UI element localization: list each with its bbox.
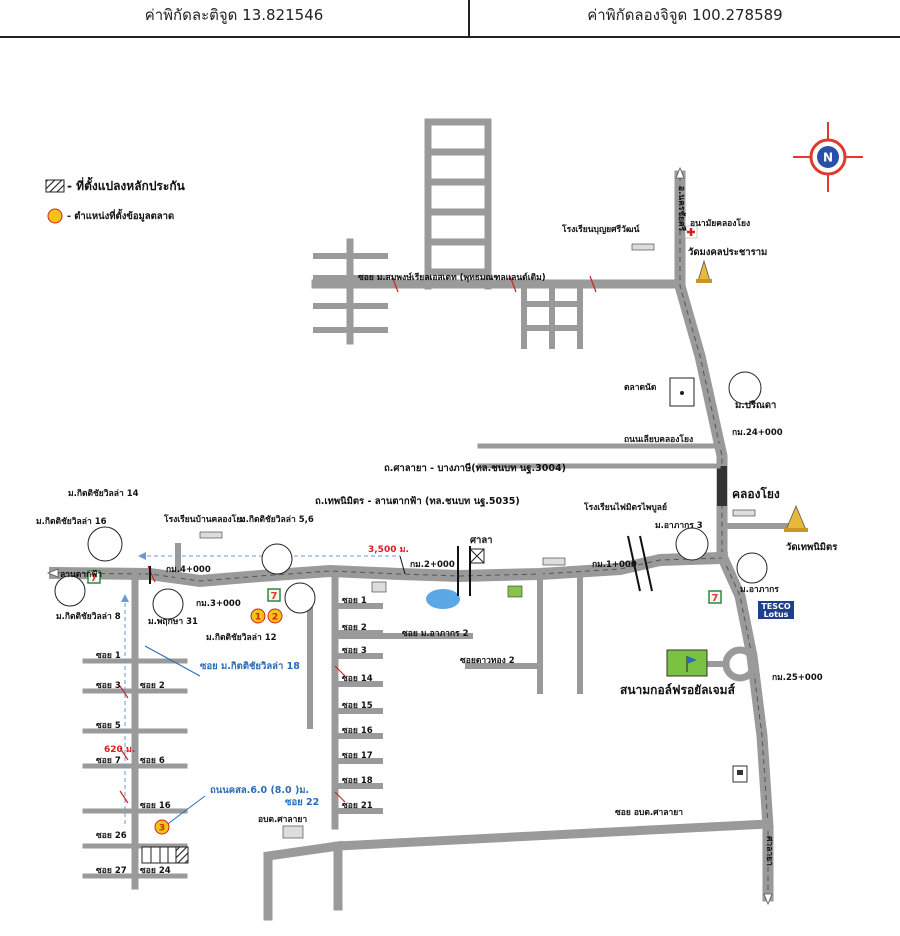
label-m-athakorn: ม.อาภากร xyxy=(740,585,779,595)
soi-label: ซอย 16 xyxy=(140,801,171,811)
label-to-nakhon-chaisri: อ.นครชัยศรี xyxy=(676,186,687,232)
seven-eleven-icons: 7 7 7 xyxy=(87,570,722,604)
soi-label: ซอย 1 xyxy=(342,596,367,606)
compass-north-label: N xyxy=(823,151,833,165)
soi-label: ซอย 18 xyxy=(342,776,373,786)
tesco-lotus-logo xyxy=(758,601,794,619)
label-m-kit-16: ม.กิตติชัยวิลล่า 16 xyxy=(36,516,107,527)
marker-2: 2 xyxy=(272,613,278,623)
estate-circles xyxy=(54,371,768,620)
map-legend: - ที่ตั้งแปลงหลักประกัน - ตำแหน่งที่ตั้ง… xyxy=(45,176,186,224)
location-map: 1 2 3 7 7 7 TESCO Lotus xyxy=(36,118,863,921)
soi-label: ซอย 21 xyxy=(342,801,373,811)
label-khlong-yong: คลองโยง xyxy=(732,486,780,501)
label-soi-dao-thong: ซอยดาวทอง 2 xyxy=(460,656,515,666)
label-health-center: อนามัยคลองโยง xyxy=(690,218,750,229)
map-labels: โรงเรียนบุญยศรีวัฒน์ อนามัยคลองโยง วัดมง… xyxy=(36,186,838,866)
label-soi-somphong: ซอย ม.สมพงษ์เรียลเอสเตท (พุทธมณฑลแลนด์เด… xyxy=(358,272,546,283)
label-m-athakorn3: ม.อาภากร 3 xyxy=(655,521,703,531)
legend-collateral-text: - ที่ตั้งแปลงหลักประกัน xyxy=(67,176,186,193)
market-data-markers: 1 2 3 xyxy=(154,608,283,835)
lotus-text: Lotus xyxy=(764,610,789,619)
label-km1: กม.1+000 xyxy=(592,560,637,570)
label-to-salaya: ศาลายา xyxy=(764,836,774,866)
soi-label: ซอย 5 xyxy=(96,721,121,731)
label-lan-tak-fa: ลานตากฟ้า xyxy=(60,569,102,580)
label-dist-3500: 3,500 ม. xyxy=(368,545,409,555)
northern-grid-roads xyxy=(313,118,583,349)
soi-label: ซอย 26 xyxy=(96,831,127,841)
longitude-text: ค่าพิกัดลองจิจูด 100.278589 xyxy=(587,6,783,24)
svg-text:7: 7 xyxy=(712,593,719,604)
label-school-thep-mitr: โรงเรียนไฟมิตรไพบูลย์ xyxy=(583,502,667,513)
svg-text:7: 7 xyxy=(271,591,278,602)
legend-market-text: - ตำแหน่งที่ตั้งข้อมูลตลาด xyxy=(67,208,174,223)
label-golf: สนามกอล์ฟรอยัลเจมส์ xyxy=(620,683,736,697)
label-school-ban-khlong: โรงเรียนบ้านคลองโยง xyxy=(163,514,245,525)
label-km24: กม.24+000 xyxy=(732,428,783,438)
soi-label: ซอย 1 xyxy=(96,651,121,661)
label-m-phrueksa: ม.พฤกษา 31 xyxy=(148,617,198,627)
compass-icon: N xyxy=(793,122,863,192)
building-icons xyxy=(199,243,756,839)
label-soi-m-kit-18: ซอย ม.กิตติชัยวิลล่า 18 xyxy=(200,661,300,672)
label-road-salaya-bangphasi: ถ.ศาลายา - บางภาษี(ทล.ชนบท นฐ.3004) xyxy=(384,462,566,474)
label-km4: กม.4+000 xyxy=(166,565,211,575)
soi-label: ซอย 14 xyxy=(342,674,373,684)
khlong-yong-canal xyxy=(717,466,727,506)
legend-market-icon xyxy=(47,208,63,224)
soi-label: ซอย 17 xyxy=(342,751,373,761)
label-sala: ศาลา xyxy=(470,535,493,546)
left-soi-labels: ซอย 1 ซอย 3 ซอย 2 ซอย 5 ซอย 7 ซอย 6 ซอย … xyxy=(96,651,171,876)
bridge-marks xyxy=(149,535,653,596)
soi-label: ซอย 3 xyxy=(96,681,121,691)
tesco-text: TESCO xyxy=(761,602,791,611)
label-road-thep-nimit: ถ.เทพนิมิตร - ลานตากฟ้า (ทล.ชนบท นฐ.5035… xyxy=(315,495,520,507)
label-talad-nat: ตลาดนัด xyxy=(624,382,657,393)
coordinates-header: ค่าพิกัดละติจูด 13.821546 ค่าพิกัดลองจิจ… xyxy=(0,0,900,38)
label-km25: กม.25+000 xyxy=(772,673,823,683)
label-m-kit-14: ม.กิตติชัยวิลล่า 14 xyxy=(68,488,139,499)
left-soi-network xyxy=(82,572,188,890)
soi-label: ซอย 15 xyxy=(342,701,373,711)
label-soi-obt-sala: ซอย อบต.ศาลายา xyxy=(615,808,683,818)
label-km3: กม.3+000 xyxy=(196,599,241,609)
pond xyxy=(426,589,460,609)
health-center-cross-icon xyxy=(684,225,698,239)
label-road-kho-sor-lor: ถนนคสล.6.0 (8.0 )ม. xyxy=(210,785,309,796)
side-streets xyxy=(175,543,583,830)
label-soi-m-athakorn2: ซอย ม.อาภากร 2 xyxy=(402,629,469,639)
soi-label: ซอย 7 xyxy=(96,756,121,766)
svg-text:7: 7 xyxy=(91,573,98,584)
marker-1: 1 xyxy=(255,613,261,623)
label-m-parinda: ม.ปริณดา xyxy=(735,399,776,411)
soi-label: ซอย 27 xyxy=(96,866,127,876)
side-soi-labels: ซอย 1 ซอย 2 ซอย 3 ซอย 14 ซอย 15 ซอย 16 ซ… xyxy=(342,596,373,811)
latitude-text: ค่าพิกัดละติจูด 13.821546 xyxy=(0,0,470,36)
marker-3: 3 xyxy=(159,824,165,834)
temple-icons xyxy=(696,259,808,532)
legend-hatch-icon xyxy=(45,179,65,193)
obt-salaya-road xyxy=(263,819,773,921)
label-wat-mongkol: วัดมงคลประชาราม xyxy=(688,246,767,258)
label-thanon-liap: ถนนเลียบคลองโยง xyxy=(624,434,693,445)
soi-label: ซอย 6 xyxy=(140,756,165,766)
label-m-kit-8: ม.กิตติชัยวิลล่า 8 xyxy=(56,611,121,622)
label-wat-thepnimitr: วัดเทพนิมิตร xyxy=(786,542,838,553)
soi-label: ซอย 2 xyxy=(140,681,165,691)
label-m-kit-56: ม.กิตติชัยวิลล่า 5,6 xyxy=(240,514,314,525)
road-ticks xyxy=(119,275,597,804)
label-school-boon: โรงเรียนบุญยศรีวัฒน์ xyxy=(561,224,640,235)
label-obt-sala: อบต.ศาลายา xyxy=(258,815,307,825)
soi-label: ซอย 2 xyxy=(342,623,367,633)
soi-label: ซอย 16 xyxy=(342,726,373,736)
soi-label: ซอย 24 xyxy=(140,866,171,876)
label-km2: กม.2+000 xyxy=(410,560,455,570)
soi-label: ซอย 3 xyxy=(342,646,367,656)
label-soi22: ซอย 22 xyxy=(285,797,319,808)
label-m-kit-12: ม.กิตติชัยวิลล่า 12 xyxy=(206,632,277,643)
label-dist-620: 620 ม. xyxy=(104,745,135,755)
